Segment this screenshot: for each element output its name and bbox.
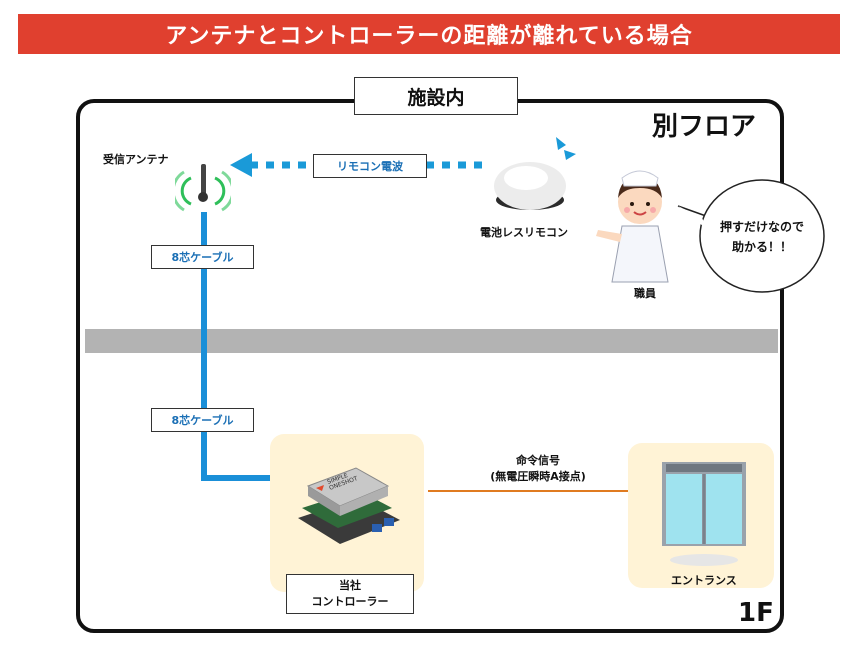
command-signal-line-2: (無電圧瞬時A接点) <box>490 470 586 483</box>
controller-label-line-2: コントローラー <box>311 595 389 608</box>
title-banner: アンテナとコントローラーの距離が離れている場合 <box>18 14 840 54</box>
command-signal-line-1: 命令信号 <box>516 454 560 467</box>
speech-bubble-text: 押すだけなので 助かる！！ <box>712 217 812 257</box>
controller-device-icon: SIMPLE ONESHOT <box>298 467 400 544</box>
command-signal-label: 命令信号 (無電圧瞬時A接点) <box>476 453 600 485</box>
remote-label: 電池レスリモコン <box>480 226 568 239</box>
cable-label-lower: 8芯ケーブル <box>151 408 254 432</box>
speech-bubble <box>677 179 825 293</box>
antenna-label: 受信アンテナ <box>103 153 169 166</box>
antenna-icon <box>175 164 231 212</box>
remote-signal-label: リモコン電波 <box>313 154 427 178</box>
floor-lower-label: 1F <box>738 598 774 628</box>
staff-label: 職員 <box>634 287 656 300</box>
controller-label: 当社 コントローラー <box>286 574 414 614</box>
speech-bubble-line-1: 押すだけなので <box>719 220 804 234</box>
page-title: アンテナとコントローラーの距離が離れている場合 <box>165 24 693 49</box>
speech-bubble-line-2: 助かる！！ <box>731 240 792 254</box>
battery-less-remote-icon <box>494 162 566 210</box>
remote-wave-icon <box>556 137 576 160</box>
staff-nurse-icon <box>596 170 669 283</box>
entrance-label: エントランス <box>671 574 737 587</box>
floor-upper-label: 別フロア <box>652 112 757 142</box>
remote-signal-arrowhead <box>230 153 252 177</box>
controller-label-line-1: 当社 <box>339 579 361 592</box>
floor-divider <box>85 329 778 353</box>
automatic-door-icon <box>662 462 746 566</box>
facility-label: 施設内 <box>354 77 518 115</box>
cable-label-upper: 8芯ケーブル <box>151 245 254 269</box>
